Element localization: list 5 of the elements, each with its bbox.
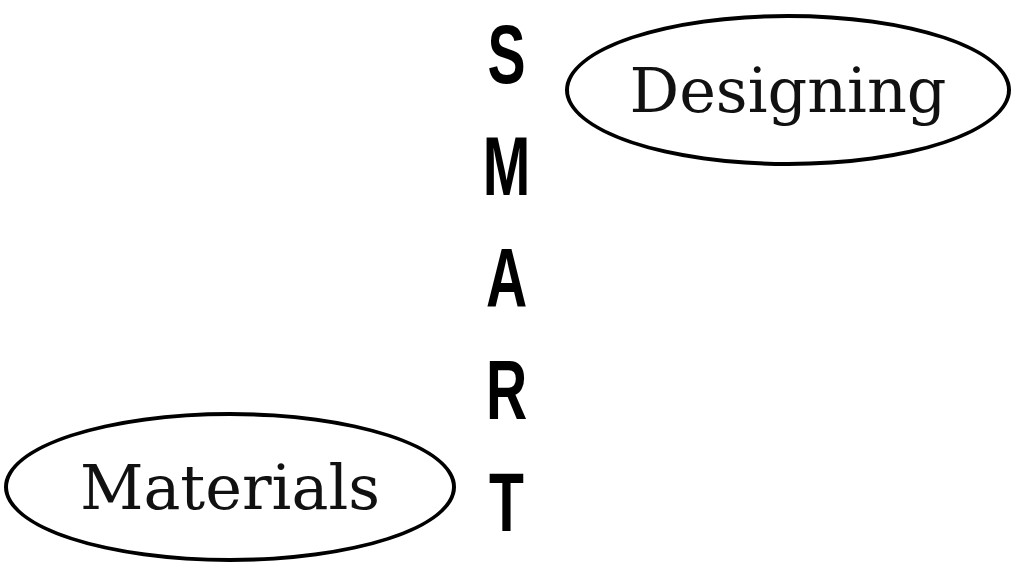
vertical-title: SMART [481, 6, 532, 551]
node-label: Materials [79, 450, 381, 524]
ellipse-node [4, 412, 456, 562]
node-label: Designing [629, 53, 947, 127]
ellipse-node [565, 14, 1011, 166]
